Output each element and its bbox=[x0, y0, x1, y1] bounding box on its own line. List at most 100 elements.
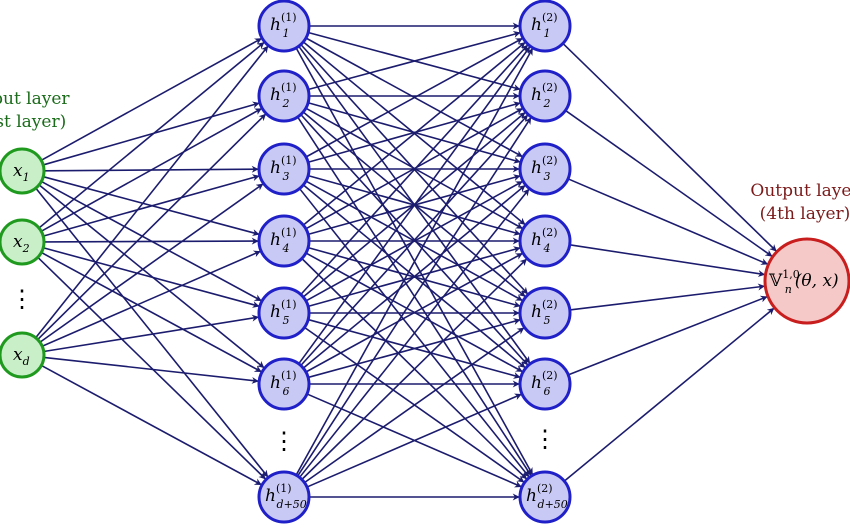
edge-input1-to-h1-1 bbox=[40, 37, 262, 162]
hidden1-node-1: h(1)1 bbox=[257, 0, 311, 53]
edge-h1-5-to-h2-1 bbox=[300, 44, 529, 296]
hidden2-node-4-label: h(2)4 bbox=[531, 226, 558, 255]
input-layer-subtitle: (1st layer) bbox=[0, 112, 66, 132]
input-node-3: xd bbox=[0, 331, 46, 379]
input-ellipsis: ⋮ bbox=[10, 285, 34, 313]
hidden2-node-3: h(2)3 bbox=[518, 142, 572, 196]
hidden2-node-3-circle bbox=[518, 142, 572, 196]
hidden2-node-1-label: h(2)1 bbox=[531, 11, 558, 40]
edge-input3-to-h1-4 bbox=[41, 250, 261, 347]
hidden2-node-5-circle bbox=[518, 286, 572, 340]
edge-h2-3-to-output bbox=[567, 178, 769, 265]
edge-input3-to-h1-6 bbox=[43, 356, 259, 384]
edge-input2-to-h1-5 bbox=[43, 246, 260, 308]
edge-input2-to-h1-7 bbox=[37, 256, 266, 480]
hidden2-ellipsis: ⋮ bbox=[533, 425, 557, 453]
output-layer-title: Output layer bbox=[750, 181, 850, 201]
hidden1-node-7-label: h(1)d+50 bbox=[265, 482, 307, 511]
edge-h1-7-to-h2-6 bbox=[306, 393, 522, 488]
hidden2-node-1-circle bbox=[518, 0, 572, 53]
hidden1-node-7-circle bbox=[257, 470, 311, 524]
edge-input3-to-h1-3 bbox=[39, 183, 264, 343]
edge-h1-4-to-h2-1 bbox=[302, 41, 526, 226]
input-node-2-label: x2 bbox=[13, 232, 30, 255]
edge-h1-2-to-h2-1 bbox=[307, 30, 521, 91]
hidden2-node-5: h(2)5 bbox=[518, 286, 572, 340]
hidden2-node-3-label: h(2)3 bbox=[531, 154, 558, 183]
hidden2-node-7-circle bbox=[518, 470, 572, 524]
hidden1-node-2-circle bbox=[257, 69, 311, 123]
hidden1-node-5-circle bbox=[257, 286, 311, 340]
edge-h1-6-to-h2-2 bbox=[300, 114, 529, 367]
edge-h1-6-to-h2-1 bbox=[298, 46, 531, 365]
hidden1-node-6-label: h(1)6 bbox=[270, 369, 297, 398]
edge-h2-6-to-output bbox=[567, 295, 768, 376]
hidden1-node-6-circle bbox=[257, 357, 311, 411]
input-node-1: x1 bbox=[0, 147, 46, 195]
hidden2-node-2: h(2)2 bbox=[518, 69, 572, 123]
edge-h2-5-to-output bbox=[569, 283, 766, 311]
edge-h1-7-to-h2-1 bbox=[295, 48, 534, 476]
edge-h1-7-to-h2-3 bbox=[298, 188, 530, 478]
hidden1-node-2: h(1)2 bbox=[257, 69, 311, 123]
hidden1-node-3-label: h(1)3 bbox=[270, 154, 297, 183]
edge-input3-to-h1-5 bbox=[43, 314, 260, 353]
edge-h2-2-to-output bbox=[564, 109, 773, 257]
input-node-2-circle bbox=[0, 218, 46, 266]
hidden2-node-2-circle bbox=[518, 69, 572, 123]
edge-input3-to-h1-1 bbox=[35, 45, 269, 339]
input-node-3-label: xd bbox=[13, 345, 30, 368]
output-layer-subtitle: (4th layer) bbox=[760, 204, 850, 224]
edge-h1-7-to-h2-2 bbox=[296, 117, 532, 477]
edge-h1-6-to-h2-5 bbox=[307, 318, 521, 379]
edge-input2-to-h1-6 bbox=[40, 251, 262, 373]
hidden2-node-6-label: h(2)6 bbox=[531, 369, 558, 398]
hidden2-node-7-label: h(2)d+50 bbox=[526, 482, 568, 511]
hidden1-node-7: h(1)d+50 bbox=[257, 470, 311, 524]
edge-h2-1-to-output bbox=[562, 42, 777, 252]
input-layer-title: Input layer bbox=[0, 89, 70, 109]
input-node-1-label: x1 bbox=[13, 161, 30, 184]
edge-input2-to-h1-3 bbox=[42, 174, 260, 237]
edge-input1-to-h1-6 bbox=[38, 184, 265, 369]
edge-h2-7-to-output bbox=[563, 307, 775, 482]
hidden1-node-4-label: h(1)4 bbox=[270, 226, 297, 255]
hidden2-node-2-label: h(2)2 bbox=[531, 81, 558, 110]
edge-h2-4-to-output bbox=[569, 243, 766, 278]
hidden1-node-4: h(1)4 bbox=[257, 214, 311, 268]
hidden2-node-4-circle bbox=[518, 214, 572, 268]
hidden1-node-6: h(1)6 bbox=[257, 357, 311, 411]
edge-h1-6-to-h2-4 bbox=[305, 252, 523, 373]
edge-h1-6-to-h2-3 bbox=[302, 184, 526, 369]
hidden1-node-1-label: h(1)1 bbox=[270, 11, 297, 40]
edges bbox=[35, 22, 777, 501]
hidden2-node-7: h(2)d+50 bbox=[518, 470, 572, 524]
edge-input2-to-h1-1 bbox=[38, 41, 265, 229]
hidden1-node-5-label: h(1)5 bbox=[270, 298, 297, 327]
edge-h1-3-to-h2-2 bbox=[307, 101, 521, 164]
edge-input3-to-h1-2 bbox=[37, 113, 267, 341]
edge-input2-to-h1-4 bbox=[43, 237, 259, 245]
edge-input1-to-h1-2 bbox=[42, 101, 260, 166]
hidden1-node-2-label: h(1)2 bbox=[270, 81, 297, 110]
hidden2-node-4: h(2)4 bbox=[518, 214, 572, 268]
edge-h1-4-to-h2-2 bbox=[305, 107, 523, 230]
hidden2-node-6-circle bbox=[518, 357, 572, 411]
hidden2-node-1: h(2)1 bbox=[518, 0, 572, 53]
edge-input3-to-h1-7 bbox=[40, 364, 262, 486]
hidden1-node-3-circle bbox=[257, 142, 311, 196]
input-node-3-circle bbox=[0, 331, 46, 379]
edge-h1-7-to-h2-5 bbox=[303, 327, 525, 484]
edge-h1-3-to-h2-1 bbox=[305, 37, 523, 158]
hidden2-node-5-label: h(2)5 bbox=[531, 298, 558, 327]
edge-h1-7-to-h2-4 bbox=[301, 258, 527, 481]
hidden1-node-4-circle bbox=[257, 214, 311, 268]
edge-input2-to-h1-2 bbox=[40, 107, 262, 232]
input-node-2: x2 bbox=[0, 218, 46, 266]
hidden1-ellipsis: ⋮ bbox=[272, 427, 296, 455]
